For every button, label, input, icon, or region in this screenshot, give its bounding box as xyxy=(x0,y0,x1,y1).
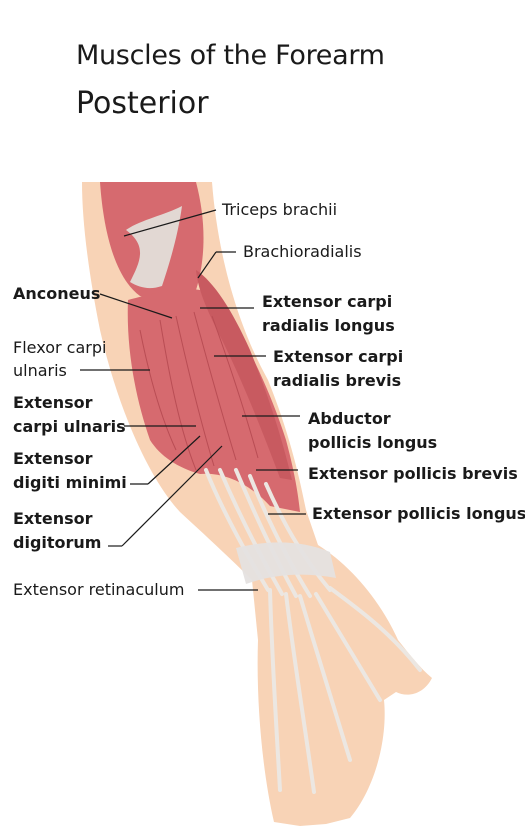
diagram-title: Muscles of the Forearm xyxy=(76,40,385,71)
label-apl-line1: Abductor xyxy=(308,409,391,428)
leader-lines xyxy=(80,209,306,591)
label-triceps-brachii: Triceps brachii xyxy=(222,200,338,219)
label-ecu-line2: carpi ulnaris xyxy=(13,417,126,436)
label-extensor-retinaculum: Extensor retinaculum xyxy=(13,580,185,599)
label-fcu-line1: Flexor carpi xyxy=(13,338,107,357)
label-ecrl-line1: Extensor carpi xyxy=(262,292,393,311)
label-edm-line2: digiti minimi xyxy=(13,473,127,492)
extensor-retinaculum xyxy=(236,542,336,584)
label-anconeus: Anconeus xyxy=(13,284,101,303)
brachioradialis-muscle xyxy=(196,270,292,480)
forearm-muscles xyxy=(127,289,300,512)
label-epl: Extensor pollicis longus xyxy=(312,504,525,523)
diagram-subtitle: Posterior xyxy=(76,86,209,121)
triceps-tendon xyxy=(126,206,182,289)
extensor-tendons xyxy=(204,468,332,598)
label-epb: Extensor pollicis brevis xyxy=(308,464,518,483)
label-ed-line2: digitorum xyxy=(13,533,102,552)
label-brachioradialis: Brachioradialis xyxy=(243,242,362,261)
finger-tendons xyxy=(268,586,422,794)
label-fcu-line2: ulnaris xyxy=(13,361,67,380)
label-ecu-line1: Extensor xyxy=(13,393,93,412)
label-ecrl-line2: radialis longus xyxy=(262,316,395,335)
label-ed-line1: Extensor xyxy=(13,509,93,528)
label-apl-line2: pollicis longus xyxy=(308,433,438,452)
label-ecrb-line2: radialis brevis xyxy=(273,371,402,390)
muscle-striations xyxy=(139,311,259,471)
label-ecrb-line1: Extensor carpi xyxy=(273,347,404,366)
label-edm-line1: Extensor xyxy=(13,449,93,468)
